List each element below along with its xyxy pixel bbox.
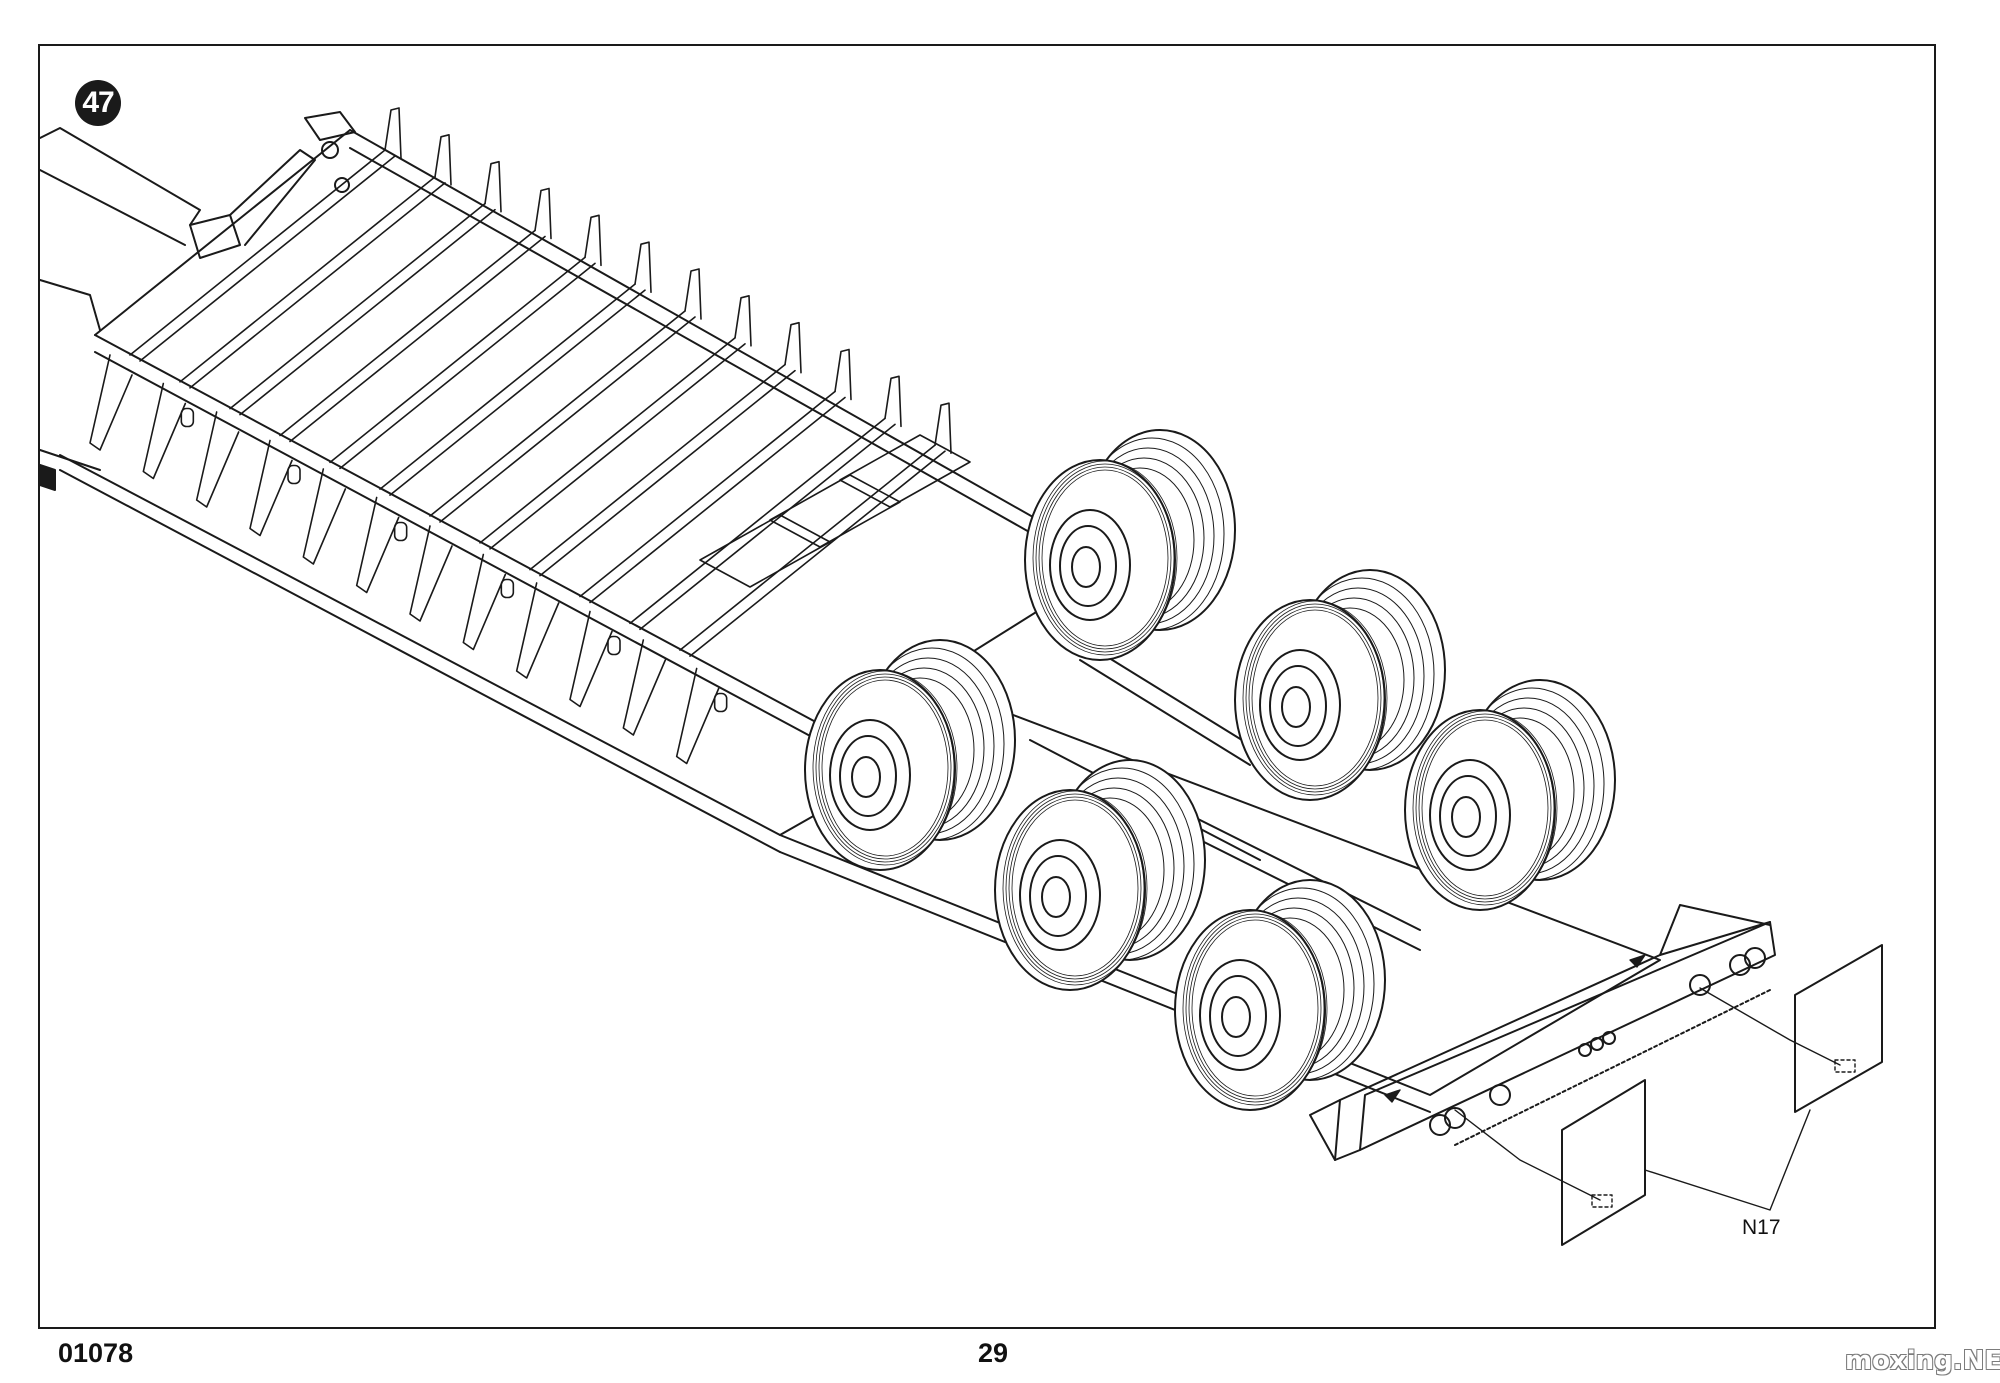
cross-member (579, 348, 852, 604)
kit-number: 01078 (58, 1338, 134, 1368)
instruction-frame (38, 44, 1936, 1329)
side-gusset (622, 639, 667, 736)
rear-right-wheel (1404, 679, 1616, 911)
cross-member (179, 134, 452, 389)
part-callout-label: N17 (1742, 1216, 1781, 1239)
gooseneck (39, 111, 356, 491)
cross-member (479, 295, 752, 550)
watermark: moxing.NET (1845, 1346, 2000, 1376)
cross-member (679, 402, 952, 657)
cross-member (279, 187, 552, 443)
deck-opening (769, 474, 901, 548)
cross-member (429, 268, 702, 523)
deck-cross-members (129, 107, 971, 657)
cross-member (229, 160, 502, 416)
side-gusset (462, 553, 515, 651)
side-gusset (569, 610, 621, 708)
cross-member (529, 321, 802, 577)
deck-opening (839, 434, 971, 508)
side-gusset (675, 667, 728, 765)
attachment-leader-lines (1384, 954, 1841, 1211)
cross-member (129, 107, 402, 362)
cross-member (379, 241, 652, 496)
cross-member (329, 214, 602, 470)
page-number: 29 (978, 1338, 1009, 1368)
rear-middle-wheel (1234, 569, 1446, 801)
side-gusset (302, 468, 347, 565)
wheel-sets (804, 429, 1616, 1111)
rear-bumper (1309, 904, 1776, 1161)
rear-left-wheel (1024, 429, 1236, 661)
front-middle-wheel (994, 759, 1206, 991)
side-gusset (89, 354, 133, 451)
side-gusset (195, 411, 240, 508)
mudflap-right (1794, 944, 1883, 1113)
side-gusset (355, 496, 408, 594)
step-number-badge: 47 (75, 80, 121, 126)
side-gusset (515, 582, 560, 679)
side-gusset (142, 382, 195, 480)
mudflap-left (1561, 1079, 1646, 1246)
front-left-wheel (804, 639, 1016, 871)
side-gusset (249, 439, 301, 537)
side-gussets (89, 354, 728, 765)
cross-member (629, 375, 902, 631)
front-right-wheel (1174, 879, 1386, 1111)
side-gusset (409, 525, 453, 622)
